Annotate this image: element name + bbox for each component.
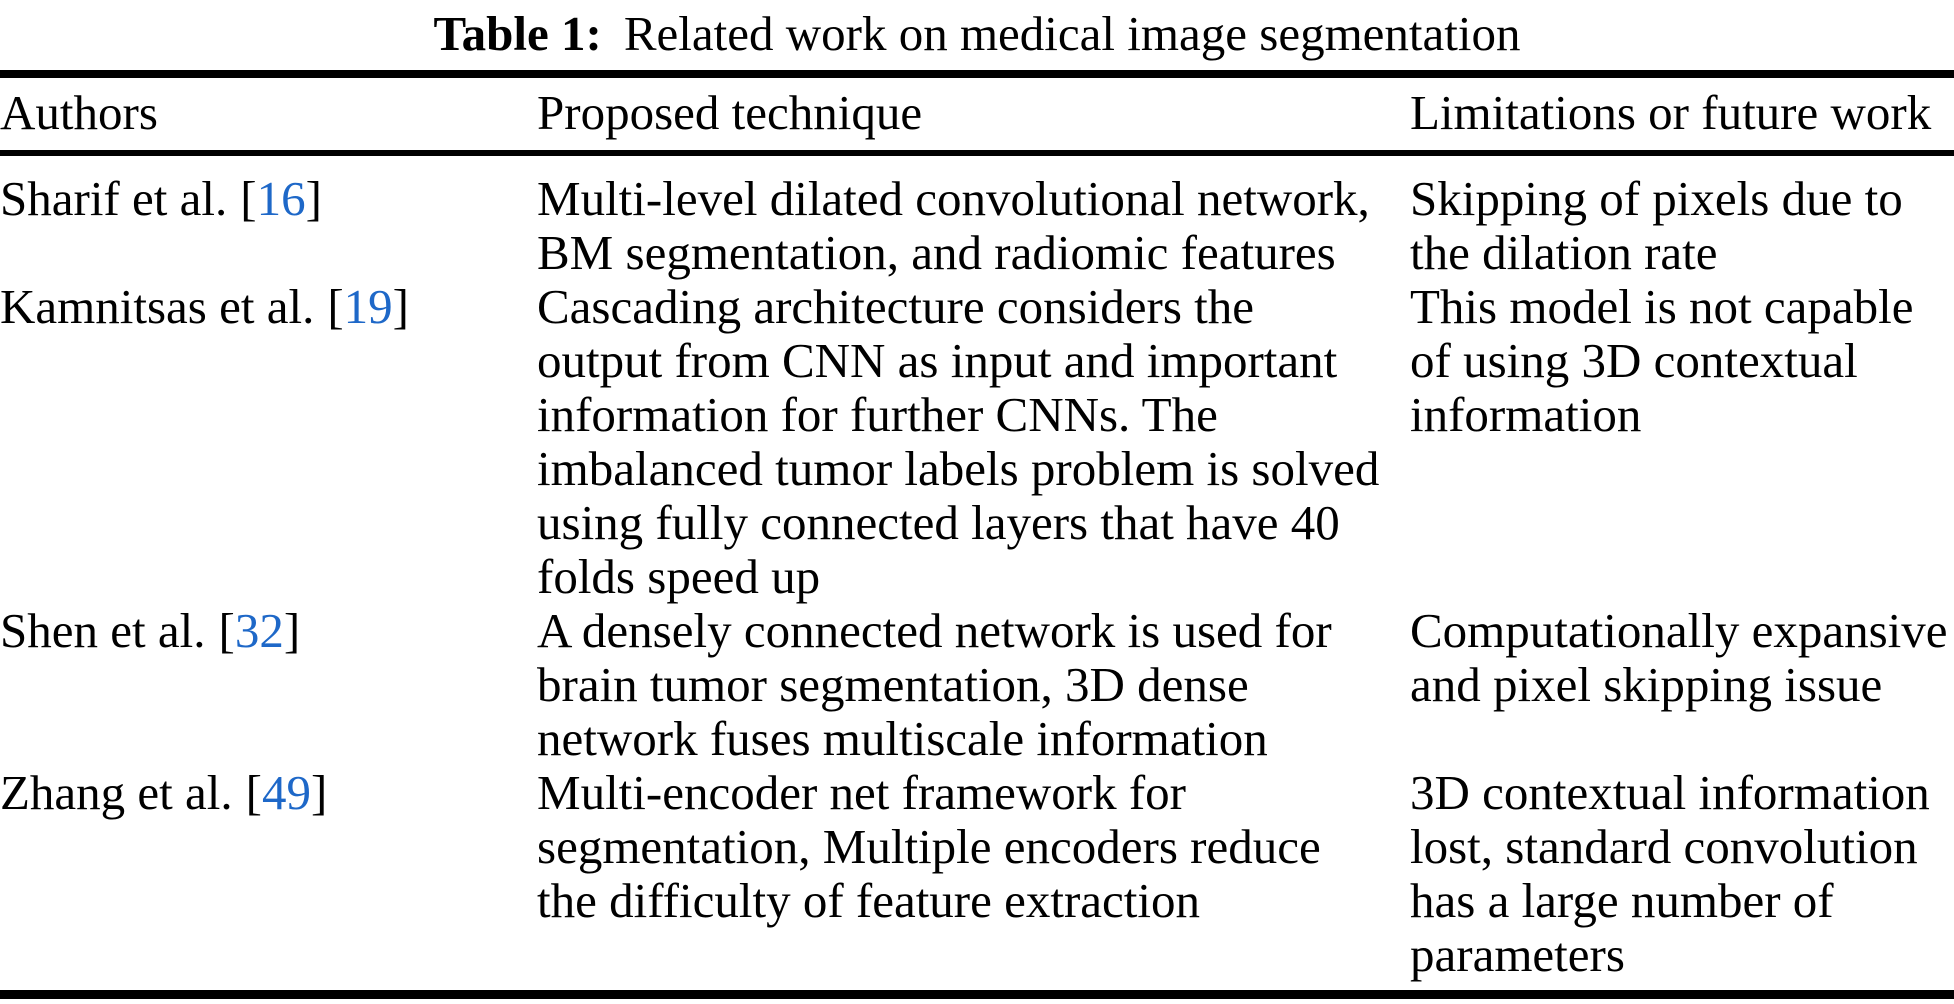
table-caption-text: Related work on medical image segmentati… [623,6,1521,61]
citation: [16] [240,171,322,226]
technique-cell: Multi-encoder net framework for segmenta… [537,765,1321,928]
technique-cell: Multi-level dilated convolutional networ… [537,171,1370,280]
author-name: Shen et al. [0,603,206,658]
column-header-technique: Proposed technique [537,74,1410,156]
citation: [49] [246,765,328,820]
limitation-cell: This model is not capable of using 3D co… [1410,279,1914,442]
citation: [19] [327,279,409,334]
header-row: Authors Proposed technique Limitations o… [0,74,1954,156]
limitation-cell: 3D contextual information lost, standard… [1410,765,1930,982]
citation-link[interactable]: 49 [261,765,311,820]
citation-open-bracket: [ [245,765,262,820]
column-header-limitations: Limitations or future work [1410,74,1954,156]
table-row: Sharif et al.[16] Multi-level dilated co… [0,153,1954,280]
technique-cell: A densely connected network is used for … [537,603,1332,766]
limitation-cell: Computationally expansive and pixel skip… [1410,603,1948,712]
table-row: Shen et al.[32] A densely connected netw… [0,604,1954,766]
citation-link[interactable]: 16 [256,171,306,226]
citation-close-bracket: ] [310,765,328,820]
table-caption-label: Table 1: [433,6,602,61]
related-work-table: Authors Proposed technique Limitations o… [0,70,1954,999]
author-name: Kamnitsas et al. [0,279,315,334]
limitation-cell: Skipping of pixels due to the dilation r… [1410,171,1903,280]
citation: [32] [218,603,300,658]
citation-open-bracket: [ [240,171,257,226]
citation-open-bracket: [ [327,279,344,334]
citation-open-bracket: [ [218,603,235,658]
author-cell: Zhang et al.[49] [0,766,537,995]
citation-close-bracket: ] [305,171,322,226]
technique-cell: Cascading architecture considers the out… [537,279,1380,604]
table-row: Kamnitsas et al.[19] Cascading architect… [0,280,1954,604]
column-header-authors: Authors [0,74,537,156]
table-row: Zhang et al.[49] Multi-encoder net frame… [0,766,1954,995]
author-cell: Kamnitsas et al.[19] [0,280,537,604]
table-caption: Table 1: Related work on medical image se… [0,6,1954,62]
author-cell: Shen et al.[32] [0,604,537,766]
citation-link[interactable]: 32 [234,603,284,658]
author-name: Zhang et al. [0,765,233,820]
citation-close-bracket: ] [392,279,409,334]
author-cell: Sharif et al.[16] [0,153,537,280]
citation-close-bracket: ] [283,603,301,658]
citation-link[interactable]: 19 [343,279,393,334]
author-name: Sharif et al. [0,171,228,226]
